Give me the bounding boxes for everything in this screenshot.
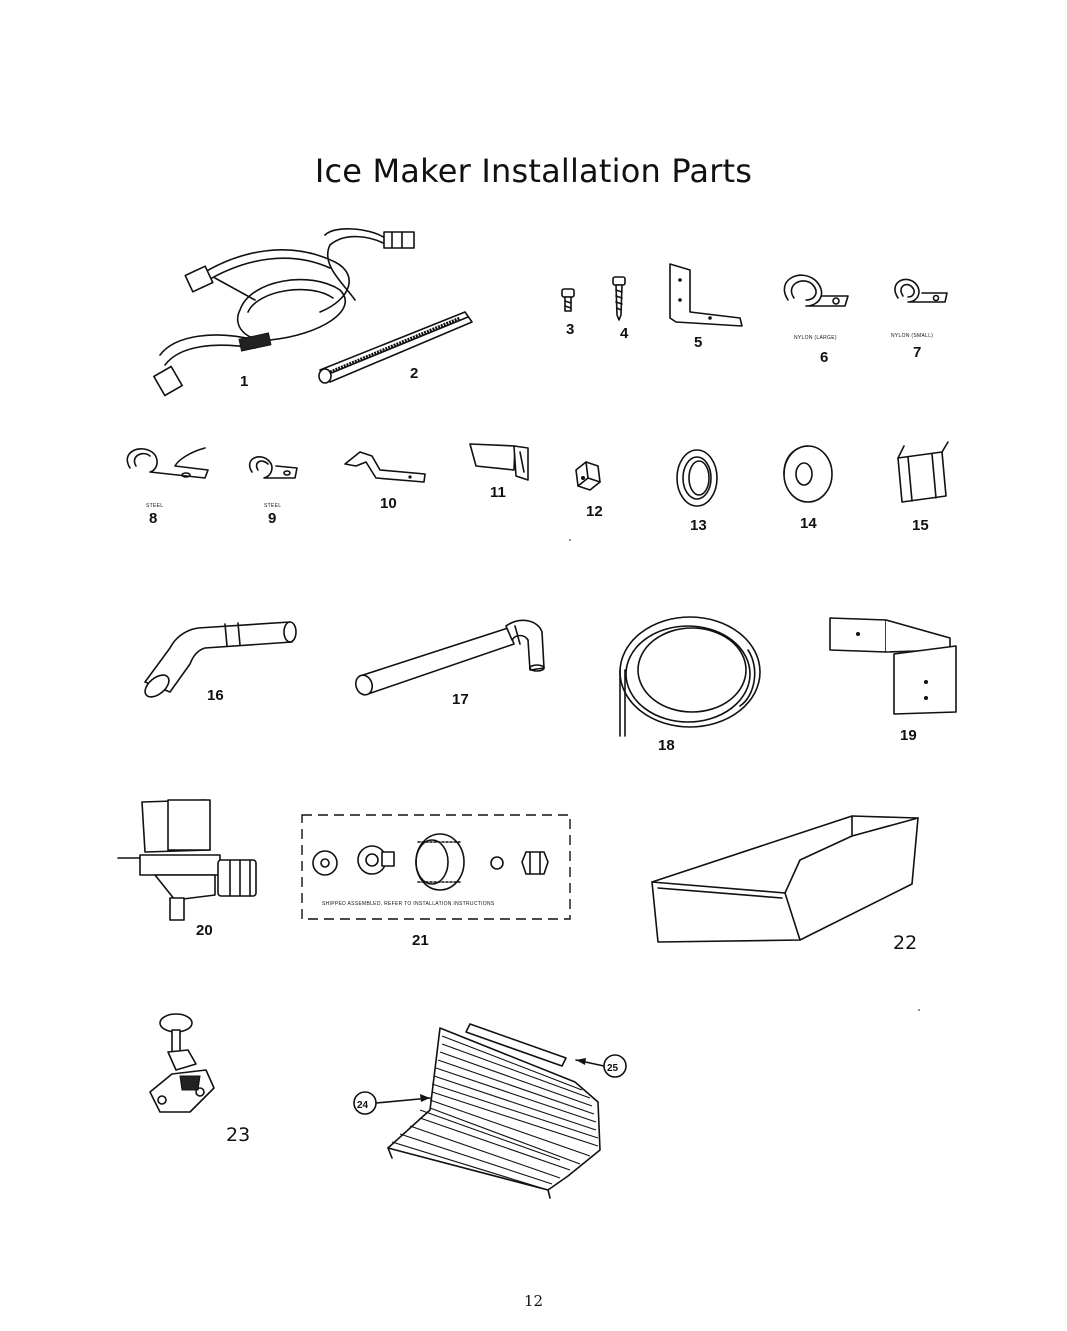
part-19-mounting-bracket [829, 617, 957, 715]
part-number-12: 12 [586, 503, 603, 520]
part-6-note: NYLON (LARGE) [794, 335, 837, 341]
part-number-8: 8 [149, 510, 157, 527]
part-3-screw [561, 288, 575, 312]
part-14-washer [783, 445, 833, 503]
part-17-tube [354, 619, 545, 696]
part-20-water-valve [117, 799, 257, 921]
part-18-coiled-tubing [619, 616, 761, 737]
part-21-fitting-assembly [301, 814, 571, 920]
part-25-rod [465, 1023, 567, 1067]
callout-24 [353, 1091, 431, 1115]
part-6-nylon-clamp-large [783, 274, 849, 307]
part-16-elbow-tube [144, 621, 297, 698]
part-9-steel-clamp [248, 456, 298, 479]
part-number-21: 21 [412, 932, 429, 949]
part-4-screw [612, 276, 626, 321]
part-number-16: 16 [207, 687, 224, 704]
part-number-25: 25 [607, 1063, 619, 1074]
part-7-note: NYLON (SMALL) [891, 333, 933, 339]
part-number-13: 13 [690, 517, 707, 534]
part-number-11: 11 [490, 484, 506, 501]
part-number-23: 23 [226, 1124, 250, 1146]
part-number-19: 19 [900, 727, 917, 744]
part-9-note: STEEL [264, 503, 281, 509]
part-5-angle-bracket [669, 263, 743, 327]
page-number: 12 [523, 1292, 544, 1310]
part-24-rack [387, 1027, 601, 1199]
part-number-24: 24 [357, 1100, 369, 1111]
part-number-4: 4 [620, 325, 629, 342]
part-23-saddle-valve [149, 1013, 215, 1113]
part-number-17: 17 [452, 691, 469, 708]
part-12-hex-nut [575, 461, 601, 491]
part-1-wiring-harness [153, 228, 415, 397]
part-8-steel-clamp [126, 447, 209, 479]
part-number-1: 1 [240, 373, 248, 390]
part-13-grommet [676, 449, 718, 507]
part-number-15: 15 [912, 517, 929, 534]
part-21-note: SHIPPED ASSEMBLED, REFER TO INSTALLATION… [322, 901, 495, 907]
part-number-9: 9 [268, 510, 276, 527]
part-11-clip [469, 443, 529, 481]
part-10-strap [344, 451, 426, 483]
part-number-2: 2 [410, 365, 418, 382]
part-8-note: STEEL [146, 503, 163, 509]
page-title: Ice Maker Installation Parts [314, 152, 753, 190]
part-15-spacer [897, 441, 949, 503]
part-number-6: 6 [820, 349, 828, 366]
part-2-wire-channel [318, 311, 473, 384]
part-number-10: 10 [380, 495, 397, 512]
part-number-22: 22 [893, 932, 917, 954]
part-number-14: 14 [800, 515, 817, 532]
part-number-18: 18 [658, 737, 675, 754]
part-7-nylon-clamp-small [894, 278, 948, 303]
part-22-ice-bin [651, 815, 919, 943]
part-number-3: 3 [566, 321, 574, 338]
part-number-20: 20 [196, 922, 213, 939]
callout-25 [575, 1054, 627, 1078]
part-number-7: 7 [913, 344, 921, 361]
part-number-5: 5 [694, 334, 702, 351]
